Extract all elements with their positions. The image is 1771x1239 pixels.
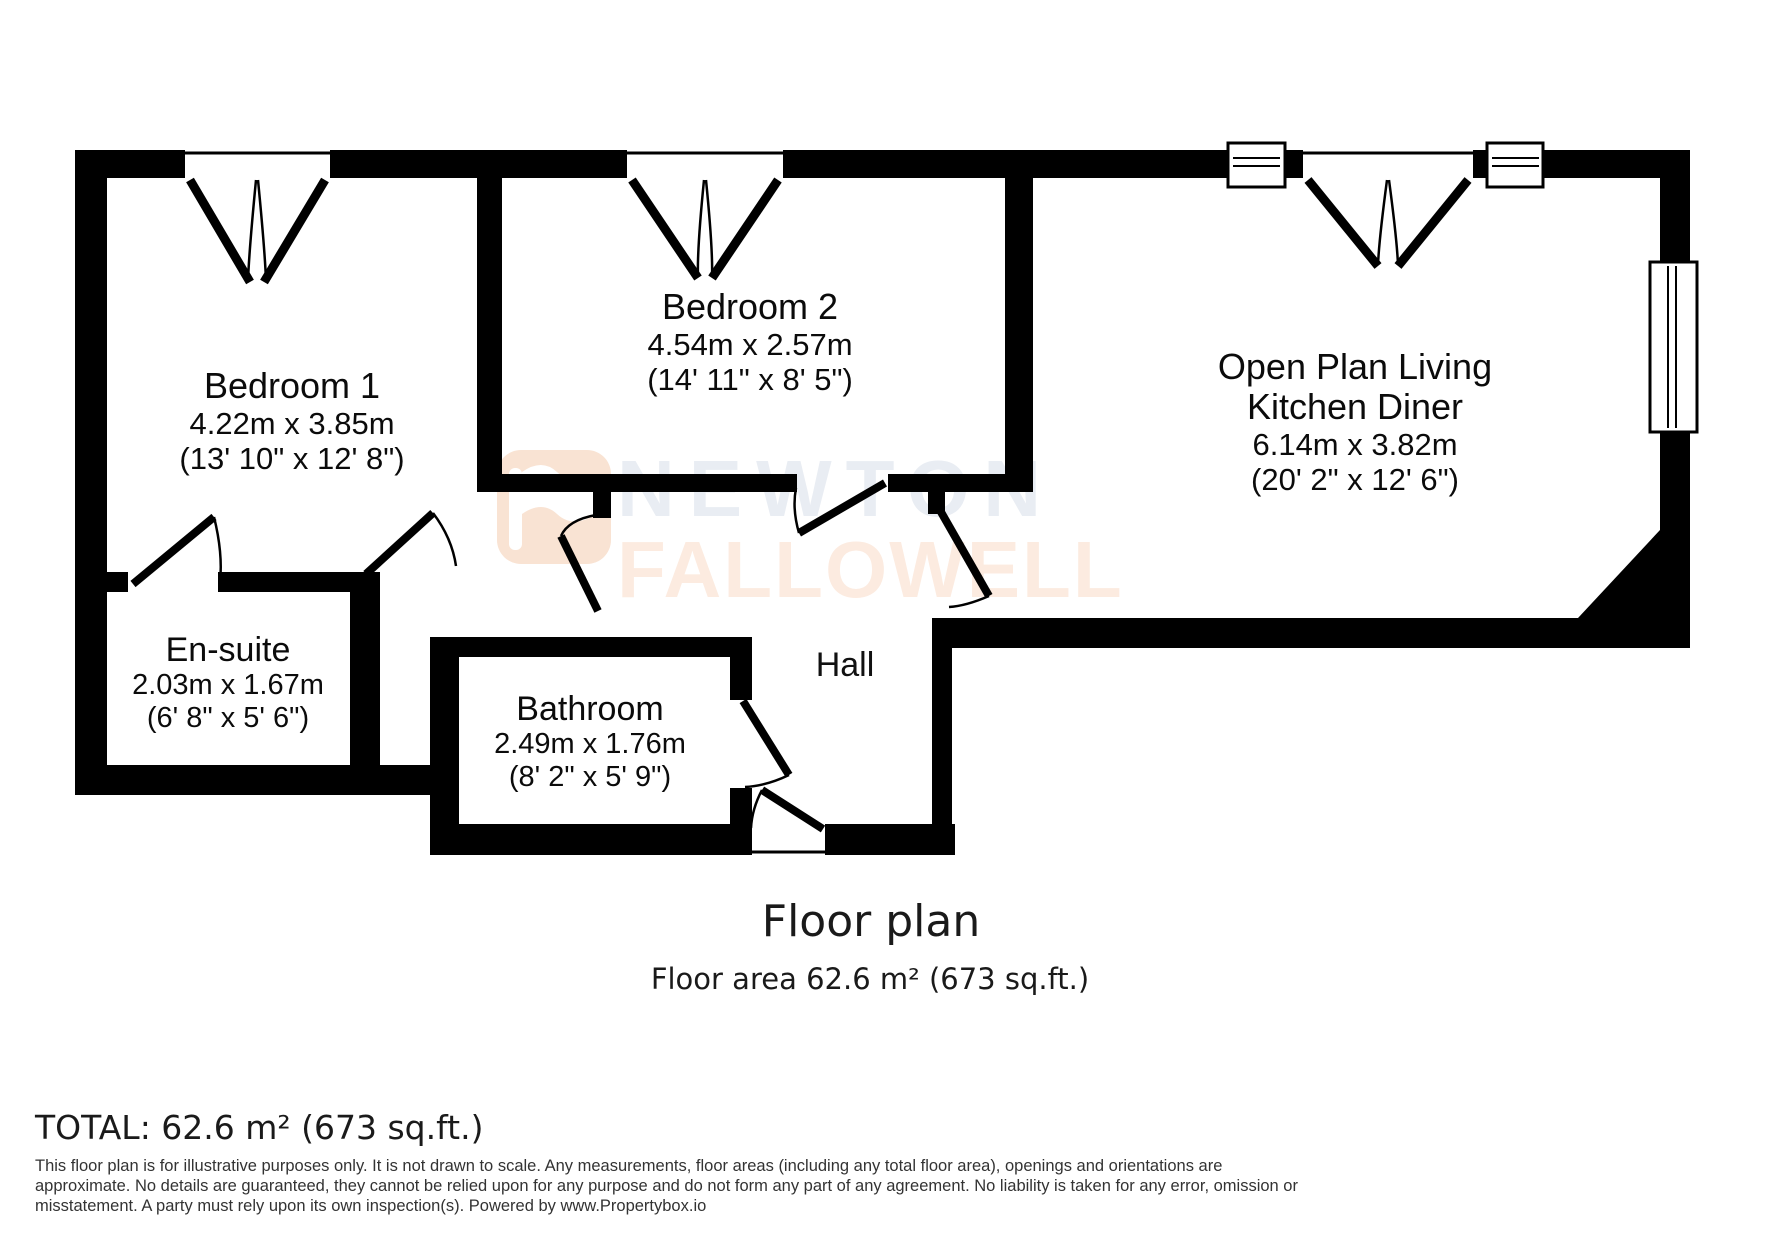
disclaimer-line-3: misstatement. A party must rely upon its… xyxy=(35,1197,707,1215)
room-label-bedroom2: Bedroom 2 4.54m x 2.57m (14' 11" x 8' 5"… xyxy=(647,286,853,398)
room-dim-imperial: (6' 8" x 5' 6") xyxy=(146,702,310,734)
room-name: Bathroom xyxy=(516,690,664,728)
entrance-door-icon xyxy=(749,786,826,833)
room-label-bedroom1: Bedroom 1 4.22m x 3.85m (13' 10" x 12' 8… xyxy=(179,365,405,477)
sash-window-icon xyxy=(1485,141,1545,189)
room-dim-imperial: (8' 2" x 5' 9") xyxy=(508,761,672,793)
room-name: Kitchen Diner xyxy=(1246,386,1464,427)
disclaimer: This floor plan is for illustrative purp… xyxy=(35,1156,1298,1216)
living-door-icon xyxy=(937,510,993,609)
windows xyxy=(185,141,1699,854)
disclaimer-line-2: approximate. No details are guaranteed, … xyxy=(35,1177,1298,1195)
room-name: Open Plan Living xyxy=(1217,346,1493,387)
living-french-door-icon xyxy=(1304,177,1472,269)
room-name: Bedroom 2 xyxy=(661,286,839,327)
room-dim-imperial: (20' 2" x 12' 6") xyxy=(1251,462,1459,497)
hall-inner-door-icon xyxy=(557,513,602,613)
room-dim-imperial: (14' 11" x 8' 5") xyxy=(647,362,853,397)
page-title: Floor plan xyxy=(761,896,981,947)
room-dim-imperial: (13' 10" x 12' 8") xyxy=(179,441,405,476)
bedroom1-window-icon xyxy=(186,177,329,285)
room-name: En-suite xyxy=(165,631,291,669)
room-label-hall: Hall xyxy=(815,646,875,684)
walls xyxy=(75,150,1690,855)
room-dim-metric: 4.54m x 2.57m xyxy=(647,327,853,362)
room-label-ensuite: En-suite 2.03m x 1.67m (6' 8" x 5' 6") xyxy=(132,631,324,735)
ensuite-door-icon xyxy=(130,513,222,588)
window-sill-lines xyxy=(185,151,1473,854)
floor-area-subtitle: Floor area 62.6 m² (673 sq.ft.) xyxy=(650,962,1090,996)
room-label-living: Open Plan Living Kitchen Diner 6.14m x 3… xyxy=(1217,346,1493,498)
total-area: TOTAL: 62.6 m² (673 sq.ft.) xyxy=(35,1108,484,1147)
sash-window-icon xyxy=(1226,141,1287,189)
room-label-bathroom: Bathroom 2.49m x 1.76m (8' 2" x 5' 9") xyxy=(494,690,686,794)
bedroom2-door-icon xyxy=(793,479,888,537)
room-dim-metric: 2.03m x 1.67m xyxy=(132,669,324,701)
living-side-window-icon xyxy=(1648,260,1699,434)
disclaimer-line-1: This floor plan is for illustrative purp… xyxy=(35,1157,1223,1175)
bedroom1-door-icon xyxy=(363,510,458,577)
doors xyxy=(130,479,993,833)
room-name: Bedroom 1 xyxy=(203,365,381,406)
room-dim-metric: 2.49m x 1.76m xyxy=(494,728,686,760)
bedroom2-window-icon xyxy=(628,177,782,281)
watermark-line-2: FALLOWELL xyxy=(617,525,1124,614)
room-dim-metric: 6.14m x 3.82m xyxy=(1252,427,1458,462)
bathroom-door-icon xyxy=(739,698,793,789)
room-dim-metric: 4.22m x 3.85m xyxy=(189,406,395,441)
